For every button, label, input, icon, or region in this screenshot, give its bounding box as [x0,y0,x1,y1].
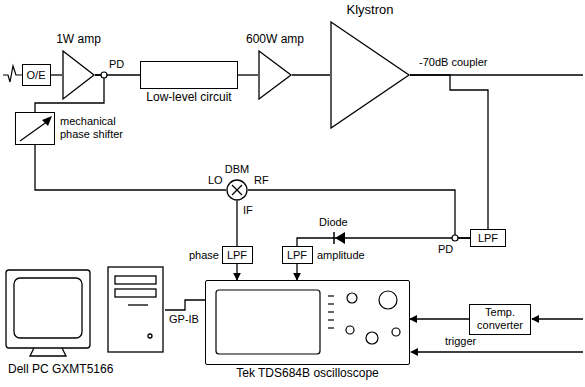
power-divider [101,72,107,78]
process-box: Low-level circuit [140,61,238,89]
signal-label: phase [188,249,220,262]
node-label: 600W amp [246,33,304,47]
amplifier-outline [63,51,94,99]
signal-label: trigger [444,335,477,348]
drive-bay [115,276,156,284]
signal-wire [236,201,237,246]
phase-shifter-box: mechanical phase shifter [15,112,55,145]
scope-knob [346,326,354,334]
diode-symbol [335,232,345,244]
filter-box: LPF [282,246,313,264]
node-label: LPF [227,249,247,262]
node-label: O/E [27,69,46,82]
scope-button [328,303,334,304]
monitor-stand [30,348,66,356]
pd-label: PD [437,243,454,256]
scope-button [328,295,334,296]
signal-wire [410,318,469,319]
mixer-outline [227,180,247,200]
mixer-cross [232,185,242,195]
mixer-circle: DBM [226,179,248,201]
coupler-label: -70dB coupler [418,56,489,69]
signal-wire [296,264,297,280]
filter-box: LPF [470,229,506,247]
signal-wire [51,74,63,75]
port-label: IF [242,204,254,217]
monitor [6,270,90,348]
scope-knob [392,328,400,336]
oscilloscope: Tek TDS684B oscilloscope [205,280,410,365]
computer: Dell PC GXMT5166 [5,265,165,357]
node-label: 1W amp [56,33,101,47]
port-label: LO [207,174,224,187]
signal-wire [292,74,330,75]
shape-outline [16,113,56,146]
shape-outline [258,50,292,100]
trigger-wire [411,351,583,352]
monitor-screen [14,278,82,338]
input-wire [532,318,583,319]
adjust-arrow-head [42,116,52,126]
scope-knob [366,332,378,344]
power-divider [452,235,458,241]
node-label: Low-level circuit [146,91,231,105]
node-label: LPF [287,249,307,262]
scope-button [328,319,334,320]
amplifier-triangle: 1W amp [62,50,95,100]
filter-box: LPF [222,246,253,264]
input-signal [3,66,22,82]
scope-knob [347,293,357,303]
signal-wire [248,190,470,238]
node-label: LPF [478,232,498,245]
signal-wire [410,75,488,229]
scope-knob [379,291,397,309]
node-label: Temp. converter [473,306,527,331]
scope-button [328,311,334,312]
oscilloscope-details [216,290,400,354]
floppy-slot [128,304,148,305]
node-label: Klystron [347,3,394,18]
shape-outline [226,179,248,201]
adjust-arrow [20,121,48,141]
port-label: RF [253,174,270,187]
node-label: Tek TDS684B oscilloscope [236,367,379,381]
node-label: DBM [225,163,249,176]
signal-wire [35,145,226,190]
converter-box: O/E [22,64,51,86]
diode-label: Diode [318,216,349,229]
shape-outline [330,21,410,129]
node-label: mechanical phase shifter [60,115,138,140]
node-label: Dell PC GXMT5166 [8,363,113,377]
computer-drawing [6,267,163,356]
signal-label: amplitude [316,249,366,262]
pd-label: PD [108,58,125,71]
amplifier-outline [259,51,291,99]
power-button [148,334,152,338]
mixer-cross [232,185,242,195]
tower-case [108,267,163,352]
amplifier-outline [331,22,409,128]
diode-bar [333,232,335,244]
signal-wire [238,74,258,75]
signal-wire [165,300,205,310]
bus-label: GP-IB [168,313,200,326]
scope-button [328,327,334,328]
shape-outline [62,50,95,100]
drive-bay [115,289,156,297]
signal-wire [236,264,237,280]
klystron-triangle: Klystron [330,21,410,129]
amplifier-triangle: 600W amp [258,50,292,100]
scope-screen [216,290,320,354]
converter-box: Temp. converter [469,304,531,335]
